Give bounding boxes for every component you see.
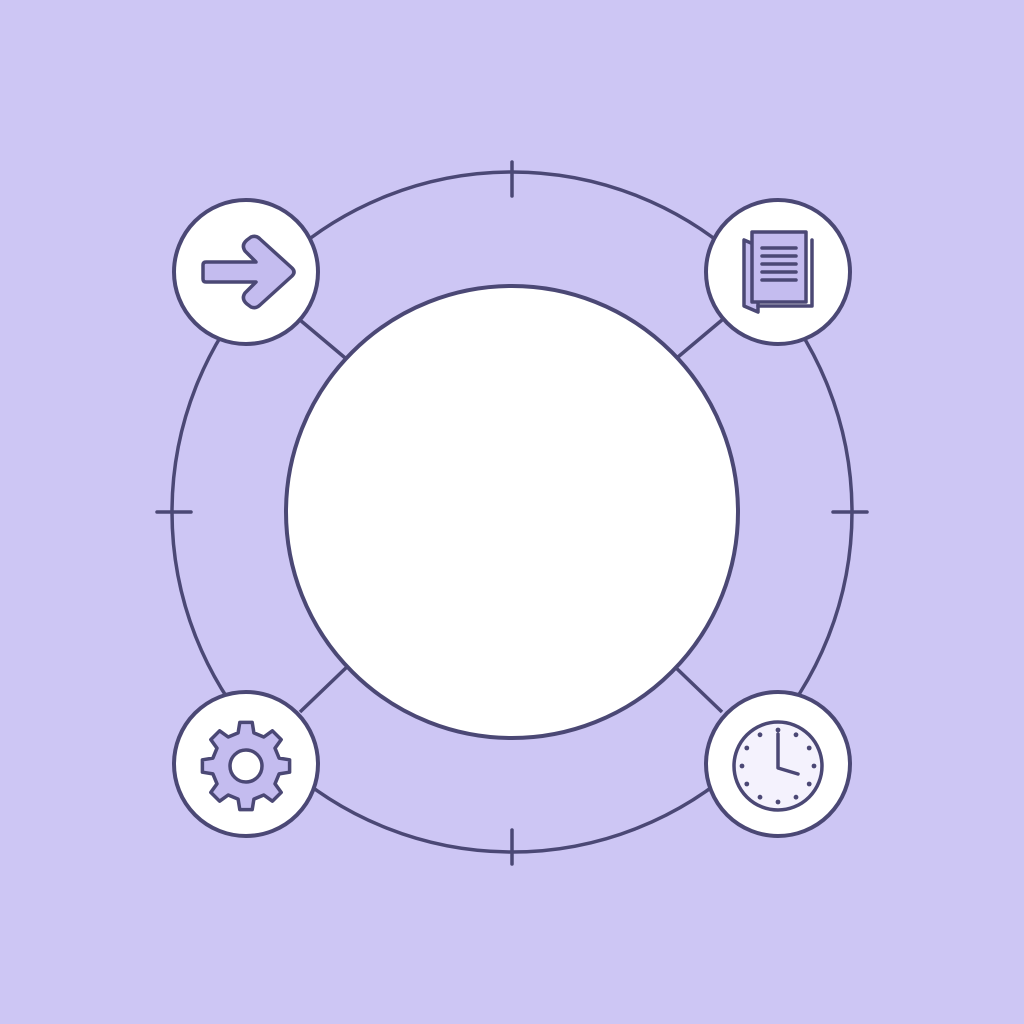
clock-hour-dot [793,794,799,800]
clock-hour-dot [739,763,745,769]
arrow-right-icon [201,234,296,310]
clock-hour-dot [775,727,781,733]
clock-hour-dot [757,732,763,738]
clock-hands [776,732,800,776]
clock-hour-marks [739,727,817,805]
node-bottom-left [172,690,320,838]
clock-hour-dot [757,794,763,800]
clock-hour-dot [775,799,781,805]
book-icon [742,230,814,314]
clock-hour-dot [806,745,812,751]
clock-hour-dot [811,763,817,769]
clock-hour-dot [793,732,799,738]
spoke-top-right [670,318,724,364]
clock-hour-dot [744,745,750,751]
spoke-bottom-left [298,662,352,714]
center-circle [284,284,740,740]
spokes [298,318,724,714]
ring-ticks [155,160,869,866]
node-top-right [704,198,852,346]
node-top-left [172,198,320,346]
clock-hour-dot [806,781,812,787]
clock-hour-dot [744,781,750,787]
spoke-bottom-right [670,662,724,714]
gear-hole [228,748,264,784]
spoke-top-left [298,318,352,364]
node-bottom-right [704,690,852,838]
clock-icon [732,720,824,812]
